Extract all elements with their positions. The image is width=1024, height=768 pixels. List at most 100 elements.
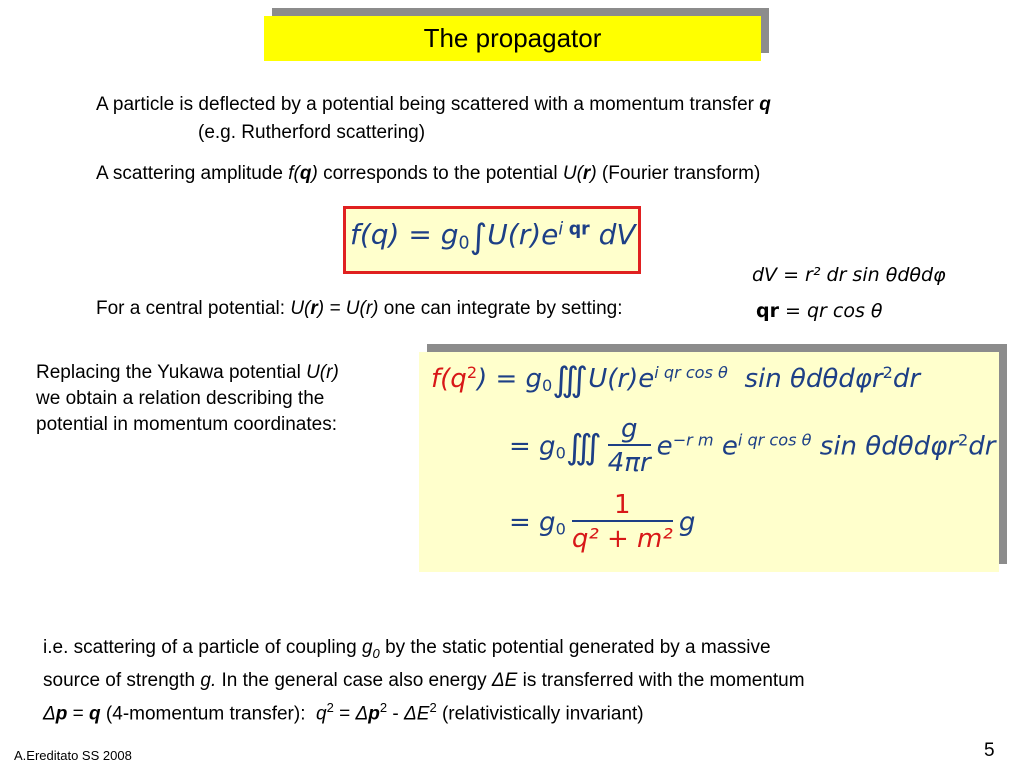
main-lhs: f(q) = g <box>350 218 459 251</box>
big-l1-lhs: f(q <box>431 364 467 394</box>
conclusion-line-3: Δp = q (4-momentum transfer): q2 = Δp2 -… <box>43 694 805 727</box>
paragraph-yukawa: Replacing the Yukawa potential U(r) we o… <box>36 360 339 438</box>
qr-def: = qr cos θ <box>785 300 883 322</box>
yukawa-line-2: we obtain a relation describing the <box>36 388 325 409</box>
para1-text: A particle is deflected by a potential b… <box>96 94 754 115</box>
big-l2-num: g <box>607 414 651 446</box>
yukawa-1a: Replacing the Yukawa potential <box>36 362 301 383</box>
big-l1-r2: 2 <box>882 363 893 383</box>
yukawa-equation-box: f(q2) = g0∭U(r)ei qr cos θ sin θdθdφr2dr… <box>419 352 999 572</box>
main-integral: ∫ <box>469 217 488 257</box>
paragraph-scattering-amplitude: A scattering amplitude f(q) corresponds … <box>96 162 760 186</box>
big-l2-den: 4πr <box>607 448 651 478</box>
big-l2-rest: sin θdθdφr <box>819 431 958 462</box>
bottom-l3-eq: = <box>72 703 84 725</box>
central-a: For a central potential: <box>96 298 286 319</box>
bottom-E: E <box>504 669 518 691</box>
bottom-l3-dp2: Δ <box>355 703 369 725</box>
yukawa-1b: U(r) <box>306 362 339 383</box>
fourier-formula: f(q) = g0∫U(r)ei qr dV <box>350 217 636 257</box>
bottom-l3-p: p <box>55 703 68 725</box>
bottom-l1b: by the static potential generated by a m… <box>385 637 771 658</box>
big-l1-rest: sin θdθdφr <box>744 364 883 394</box>
para2-f: f( <box>288 163 300 184</box>
big-l1-sub: 0 <box>542 376 553 396</box>
bottom-l3-p2: p <box>368 703 380 725</box>
paragraph-conclusion: i.e. scattering of a particle of couplin… <box>43 634 805 727</box>
central-b: one can integrate by setting: <box>383 298 623 319</box>
main-g-sub: 0 <box>458 233 470 254</box>
fourier-formula-box: f(q) = g0∫U(r)ei qr dV <box>343 206 641 274</box>
big-l1-phase: i qr cos θ <box>654 363 728 383</box>
bottom-l3-b: (relativistically invariant) <box>441 703 644 725</box>
bottom-l3-exp3: 2 <box>429 699 437 715</box>
big-l1-dr: dr <box>892 364 921 394</box>
conclusion-line-2: source of strength g. In the general cas… <box>43 667 805 694</box>
big-l3-sub: 0 <box>555 519 566 539</box>
big-l1-mid: ) = g <box>477 364 543 394</box>
bottom-l1a: i.e. scattering of a particle of couplin… <box>43 637 357 658</box>
bottom-l3-minus: - <box>392 703 399 725</box>
yukawa-line-1: Replacing the Yukawa potential U(r) <box>36 360 339 386</box>
big-l1-exp: 2 <box>466 363 478 383</box>
para2-r: r <box>582 163 591 184</box>
para2-q: q <box>299 163 312 184</box>
para2-c: (Fourier transform) <box>601 163 761 184</box>
paragraph-momentum-transfer: A particle is deflected by a potential b… <box>96 93 771 117</box>
para1-q: q <box>759 94 771 115</box>
big-l2-dr: dr <box>968 431 996 462</box>
big-l2-eq: = g <box>509 431 556 462</box>
central-U1: U( <box>290 298 311 319</box>
para2-Uclose: ) <box>590 163 597 184</box>
bottom-l3-q: q <box>89 703 101 725</box>
big-l1-integrand: U(r)e <box>588 364 655 394</box>
main-exp-i: i <box>558 219 564 240</box>
bottom-l3-dE: Δ <box>404 703 417 725</box>
bottom-g-sub: 0 <box>372 645 380 661</box>
main-integrand: U(r)e <box>487 218 559 251</box>
para2-b: corresponds to the potential <box>323 163 558 184</box>
page-number: 5 <box>984 740 995 761</box>
big-l3-g: g <box>678 507 696 538</box>
main-exp-qr: qr <box>568 219 590 240</box>
big-l1-ints: ∭ <box>552 360 589 400</box>
qr-bold: qr <box>756 300 779 322</box>
bottom-l2a: source of strength <box>43 669 196 691</box>
bottom-l2g: g. <box>200 669 217 691</box>
big-l2-exp1: −r m <box>672 430 714 450</box>
yukawa-line-3: potential in momentum coordinates: <box>36 414 337 435</box>
bottom-l2c: is transferred with the momentum <box>522 669 805 691</box>
bottom-l3-q2: q <box>316 703 327 725</box>
central-rest: ) = U(r) <box>317 298 379 319</box>
dv-definition: dV = r² dr sin θdθdφ <box>752 264 946 286</box>
footer-author: A.Ereditato SS 2008 <box>14 748 132 763</box>
main-dv: dV <box>598 218 636 251</box>
bottom-l3-dp: Δ <box>43 703 56 725</box>
big-l2-r2: 2 <box>957 430 969 450</box>
bottom-l3-eq2: = <box>339 703 351 725</box>
yukawa-eq-line-1: f(q2) = g0∭U(r)ei qr cos θ sin θdθdφr2dr <box>431 360 920 400</box>
dv-def-text: dV = r² dr sin θdθdφ <box>752 264 946 286</box>
big-l3-den: q² + m² <box>571 524 673 554</box>
big-l2-exp2: i qr cos θ <box>737 430 812 450</box>
big-l3-eq: = g <box>509 507 556 538</box>
big-l2-ints: ∭ <box>565 427 602 468</box>
para2-fclose: ) <box>311 163 318 184</box>
big-l3-num: 1 <box>571 490 673 522</box>
paragraph-rutherford: (e.g. Rutherford scattering) <box>198 122 426 143</box>
bottom-l3-exp: 2 <box>326 699 334 715</box>
qr-definition: qr = qr cos θ <box>756 300 883 322</box>
big-l2-e2: e <box>721 431 738 462</box>
bottom-l3-exp2: 2 <box>379 699 388 715</box>
bottom-delta: Δ <box>491 669 505 691</box>
central-r: r <box>310 298 318 319</box>
para2-U: U( <box>562 163 583 184</box>
paragraph-central-potential: For a central potential: U(r) = U(r) one… <box>96 297 622 321</box>
bottom-l3-a: (4-momentum transfer): <box>105 703 306 725</box>
big-l2-sub: 0 <box>555 443 566 463</box>
bottom-l3-E: E <box>416 703 430 725</box>
